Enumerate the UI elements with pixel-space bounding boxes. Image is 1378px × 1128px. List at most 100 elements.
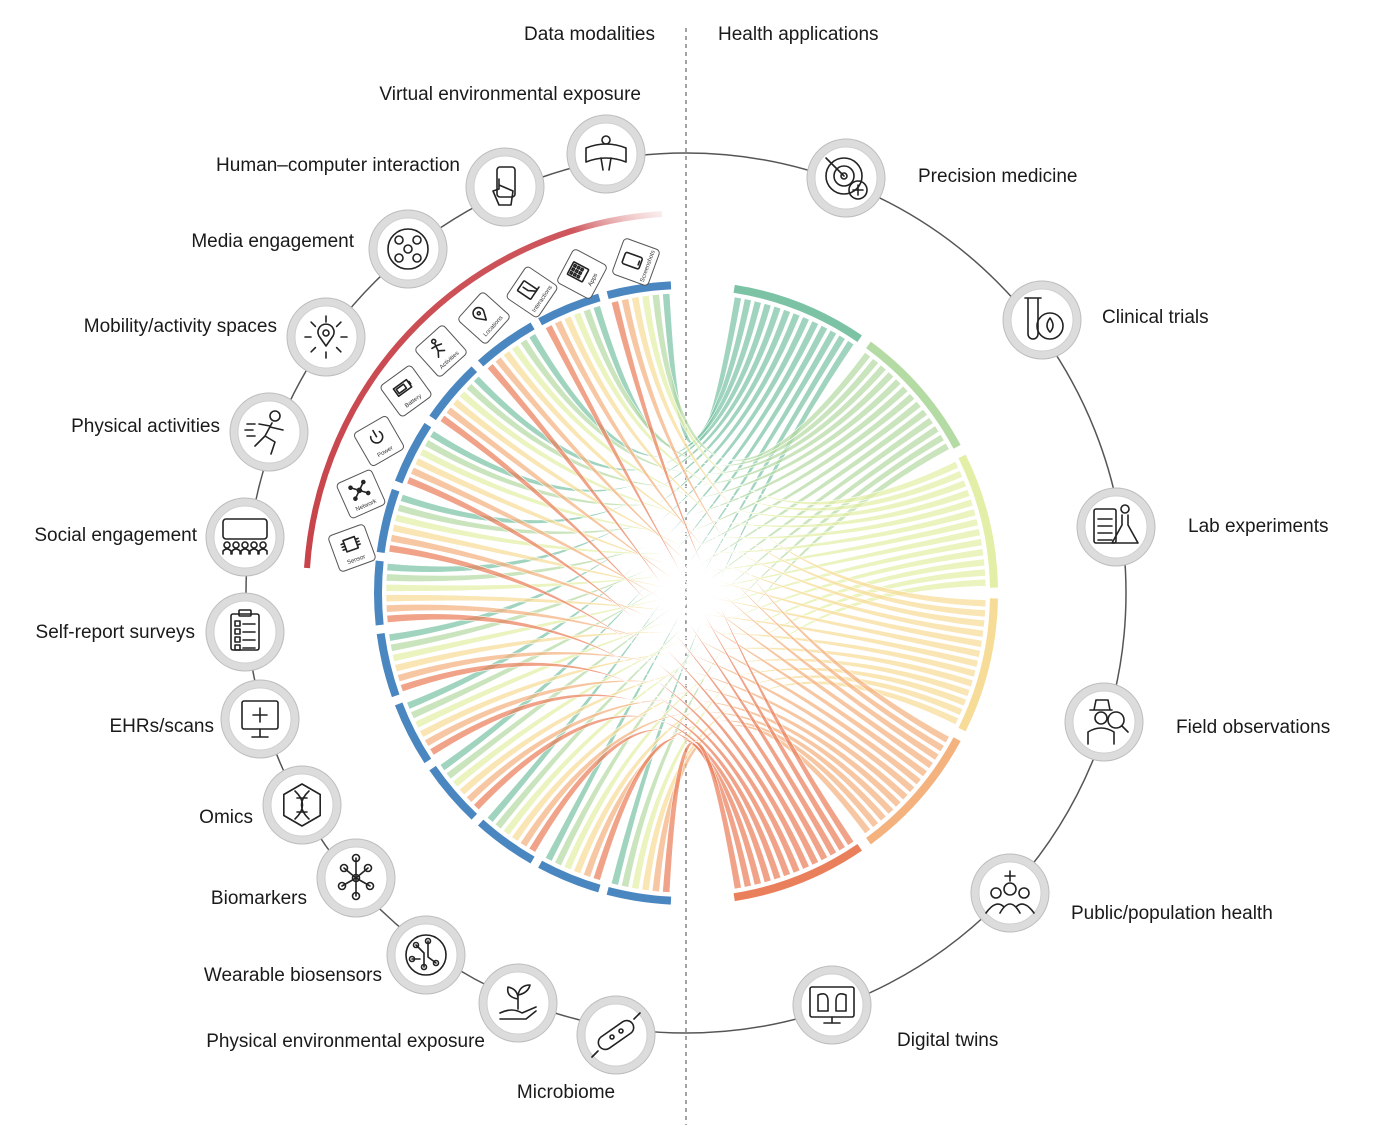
chord-ribbon <box>388 544 810 870</box>
chord-ribbon <box>473 715 772 883</box>
node-disc <box>584 1003 648 1067</box>
application-node[interactable]: Digital twins <box>792 965 998 1051</box>
modality-node[interactable]: Physical environmental exposure <box>206 963 558 1052</box>
application-node[interactable]: Precision medicine <box>806 138 1077 218</box>
chord-ribbon <box>385 604 916 793</box>
application-arc-segment <box>733 284 862 342</box>
node-disc <box>237 400 301 464</box>
network-icon <box>348 479 371 501</box>
modality-node[interactable]: EHRs/scans <box>109 679 300 759</box>
chord-ribbon <box>429 693 782 881</box>
modality-arc-segment <box>394 422 432 484</box>
application-node[interactable]: Lab experiments <box>1076 487 1328 567</box>
medical-monitor-icon <box>241 700 279 738</box>
lab-flask-icon <box>1093 504 1139 544</box>
application-node[interactable]: Field observations <box>1064 682 1330 762</box>
modality-node[interactable]: Wearable biosensors <box>204 915 466 995</box>
touch-phone-icon <box>492 166 516 206</box>
sensor-stream-locations: Locations <box>458 292 510 344</box>
node-disc <box>800 973 864 1037</box>
modality-node[interactable]: Self-report surveys <box>36 592 285 672</box>
header-health-applications: Health applications <box>718 24 879 45</box>
sensor-stream-apps: Apps <box>557 249 607 299</box>
chord-ribbon <box>563 315 986 618</box>
chord-ribbon <box>651 293 872 462</box>
chord-ribbon <box>631 296 987 608</box>
chord-ribbon <box>592 737 752 888</box>
chip-icon <box>340 535 361 553</box>
chord-ribbon <box>502 350 986 628</box>
modality-node[interactable]: Physical activities <box>71 392 309 472</box>
application-arc-segment <box>866 737 961 845</box>
chord-ribbon <box>419 647 974 738</box>
chord-ribbon <box>452 398 985 638</box>
modality-label: Human–computer interaction <box>216 155 460 176</box>
modality-label: Virtual environmental exposure <box>379 84 641 105</box>
bacterium-icon <box>591 1012 641 1058</box>
apps-grid-icon <box>566 261 590 283</box>
application-label: Precision medicine <box>918 166 1077 187</box>
molecule-network-icon <box>337 853 375 901</box>
modality-node[interactable]: Omics <box>199 765 342 845</box>
sensor-stream-activities: Activities <box>415 325 467 377</box>
media-apps-icon <box>387 228 429 270</box>
chord-ribbon <box>414 538 983 729</box>
modality-arc-segment <box>477 819 535 864</box>
modality-label: Omics <box>199 807 253 828</box>
modality-node[interactable]: Virtual environmental exposure <box>379 84 646 194</box>
modality-arc-segment <box>394 702 432 764</box>
application-label: Digital twins <box>897 1030 998 1051</box>
node-disc <box>376 217 440 281</box>
modality-arc-segment <box>374 560 384 626</box>
sensor-stream-screenshots: Screenshots <box>612 238 660 286</box>
chord-ribbon <box>641 294 959 506</box>
chord-ribbon <box>502 558 986 836</box>
dna-hexagon-icon <box>283 783 321 827</box>
modality-label: Social engagement <box>34 525 197 546</box>
chord-ribbon <box>554 319 945 753</box>
application-node[interactable]: Public/population health <box>970 853 1273 933</box>
chord-ribbon <box>610 300 855 846</box>
modality-node[interactable]: Biomarkers <box>211 838 396 918</box>
application-arcs <box>733 284 998 902</box>
modality-node[interactable]: Social engagement <box>34 497 285 577</box>
chord-ribbon <box>394 508 977 555</box>
sensor-stream-label: Apps <box>588 273 600 288</box>
modality-node[interactable]: Mobility/activity spaces <box>84 297 366 377</box>
node-disc <box>1010 288 1074 352</box>
chord-ribbon <box>486 363 838 857</box>
chord-ribbon <box>662 293 742 445</box>
location-hub-icon <box>304 315 348 359</box>
modality-node[interactable]: Microbiome <box>517 995 656 1103</box>
pin-icon <box>472 306 488 321</box>
sensor-arc <box>304 211 663 569</box>
chord-ribbon <box>424 679 902 808</box>
application-node[interactable]: Clinical trials <box>1002 280 1209 360</box>
population-group-icon <box>985 870 1035 914</box>
modality-label: Mobility/activity spaces <box>84 316 277 337</box>
node-disc <box>394 923 458 987</box>
modality-arc-segment <box>376 488 400 553</box>
chord-ribbon <box>573 674 964 875</box>
social-screen-icon <box>222 518 268 555</box>
modality-node[interactable]: Media engagement <box>191 209 448 289</box>
modality-label: Self-report surveys <box>36 622 195 643</box>
sensor-stream-power: Power <box>354 416 404 466</box>
ring-nodes: Virtual environmental exposureHuman–comp… <box>34 84 1330 1103</box>
walking-icon <box>430 338 446 359</box>
modality-arc-segment <box>429 366 478 421</box>
modality-arc-segment <box>606 281 672 300</box>
application-arc-segment <box>733 844 862 902</box>
sensor-stream-battery: Battery <box>380 365 432 417</box>
chord-ribbon <box>494 425 940 830</box>
chord-ribbon <box>400 662 791 877</box>
field-researcher-icon <box>1087 699 1129 745</box>
modality-arc-segment <box>538 293 601 326</box>
modality-node[interactable]: Human–computer interaction <box>216 147 545 227</box>
application-label: Public/population health <box>1071 903 1273 924</box>
tap-icon <box>516 280 540 300</box>
header-data-modalities: Data modalities <box>524 24 655 45</box>
chord-ribbon <box>452 548 985 788</box>
modality-label: Physical environmental exposure <box>206 1031 485 1052</box>
